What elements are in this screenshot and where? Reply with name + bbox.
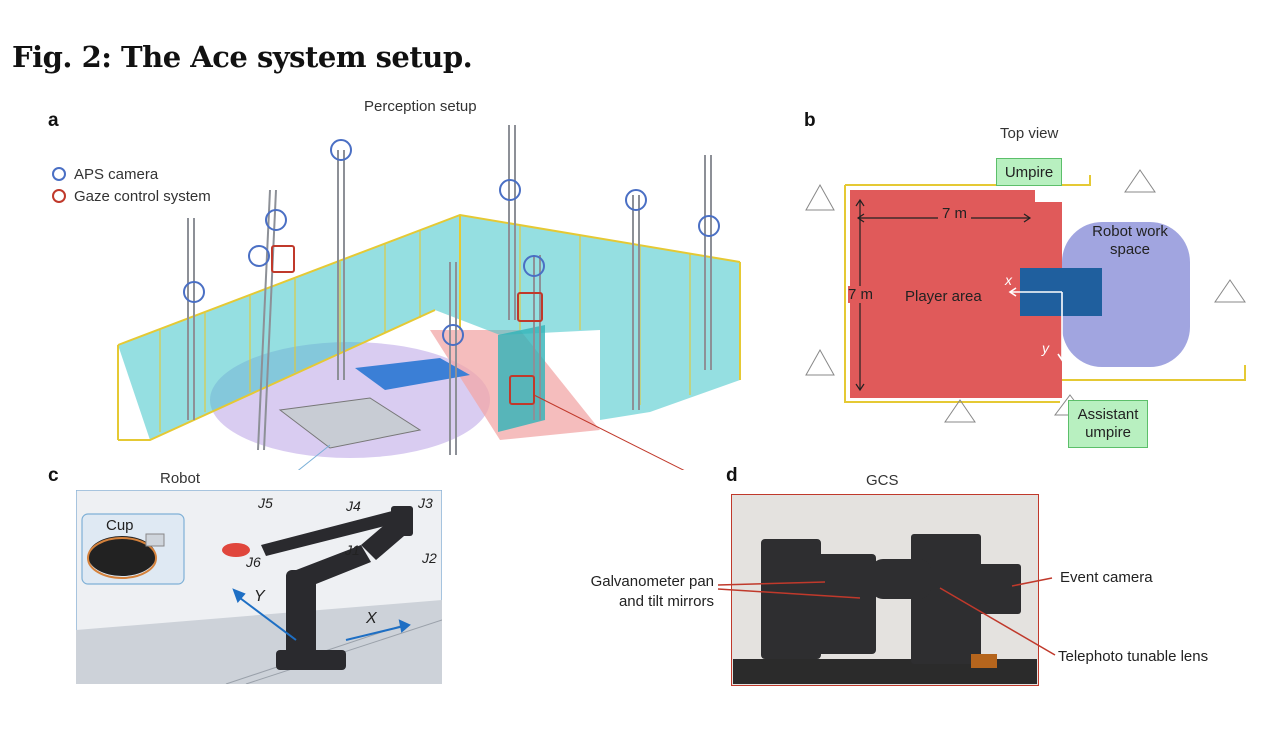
aps-camera-icon: [330, 139, 352, 161]
aps-camera-icon: [523, 255, 545, 277]
player-area: [850, 190, 1062, 398]
mirrors-label: Galvanometer pan and tilt mirrors: [590, 573, 714, 610]
assistant-umpire-label: Assistant umpire: [1068, 400, 1148, 448]
aps-camera-marker-icon: [52, 167, 66, 181]
joint-j2-label: J2: [422, 550, 437, 566]
panel-a-caption: Perception setup: [364, 98, 477, 115]
robot-work-space: [1062, 222, 1190, 367]
gcs-callout-line: [533, 394, 685, 470]
enclosure-walls: [118, 215, 740, 440]
gcs-callout-lines: [717, 577, 1056, 656]
aps-camera-icon: [499, 179, 521, 201]
legend-aps-camera: APS camera: [52, 163, 211, 185]
robot-axes: [232, 588, 411, 641]
joint-j6-label: J6: [246, 554, 261, 570]
robot-callout-line: [297, 444, 331, 470]
panel-c-caption: Robot: [160, 470, 201, 487]
panel-b-letter: b: [804, 110, 816, 131]
aps-camera-icon: [265, 209, 287, 231]
cup-label: Cup: [106, 517, 134, 534]
gcs-marker-icon: [517, 292, 543, 322]
robot-work-space-label: Robot work space: [1092, 223, 1168, 258]
entrance-wall: [498, 325, 545, 432]
aps-camera-icon: [183, 281, 205, 303]
aps-camera-icon: [248, 245, 270, 267]
robot-platform: [278, 397, 422, 449]
aps-camera-icon: [625, 189, 647, 211]
gcs-marker-icon: [52, 189, 66, 203]
panel-d-letter: d: [726, 465, 738, 486]
paddle: [222, 543, 250, 557]
robot-rail-base: [76, 600, 442, 684]
legend-aps-label: APS camera: [74, 165, 159, 183]
gcs-hardware: [761, 534, 1021, 664]
camera-towers: [187, 125, 712, 455]
paddle-icon: [88, 536, 156, 576]
axis-x-label: x: [1005, 272, 1012, 288]
top-view-diagram: [805, 169, 1246, 423]
panel-b-caption: Top view: [1000, 125, 1059, 142]
axis-X-label: X: [366, 610, 377, 627]
width-label: 7 m: [938, 205, 972, 222]
axis-y-label: y: [1042, 340, 1049, 356]
gcs-photo: [731, 494, 1039, 686]
aps-cameras: [183, 139, 720, 346]
figure-title: Fig. 2: The Ace system setup.: [12, 40, 473, 74]
panel-a-letter: a: [48, 110, 59, 131]
joint-j1-label: J1: [345, 542, 360, 558]
axis-Y-label: Y: [254, 588, 265, 605]
joint-j4-label: J4: [346, 498, 361, 514]
legend-gcs-label: Gaze control system: [74, 187, 211, 205]
telephoto-lens-label: Telephoto tunable lens: [1058, 648, 1209, 665]
gcs-marker-icon: [271, 245, 295, 273]
axes-arrows: [1008, 287, 1067, 362]
joint-j5-label: J5: [258, 495, 273, 511]
panel-d-caption: GCS: [866, 472, 899, 489]
player-area-label: Player area: [905, 288, 982, 305]
legend-gcs: Gaze control system: [52, 185, 211, 207]
aps-camera-icon: [698, 215, 720, 237]
panel-c-letter: c: [48, 465, 59, 486]
perception-setup-illustration: [117, 125, 741, 470]
height-label: 7 m: [848, 286, 874, 303]
gcs-marker-icon: [509, 375, 535, 405]
gaze-control-systems: [271, 245, 543, 405]
joint-j3-label: J3: [418, 495, 433, 511]
event-camera-label: Event camera: [1060, 569, 1153, 586]
enclosure-bottom-rail: [118, 309, 436, 441]
umpire-label: Umpire: [996, 158, 1062, 186]
aps-camera-icon: [442, 324, 464, 346]
robot-render: [76, 490, 442, 684]
robot-arm: [261, 506, 413, 670]
connector: [971, 654, 997, 668]
ping-pong-table: [355, 358, 470, 390]
panel-a-legend: APS camera Gaze control system: [52, 163, 211, 207]
